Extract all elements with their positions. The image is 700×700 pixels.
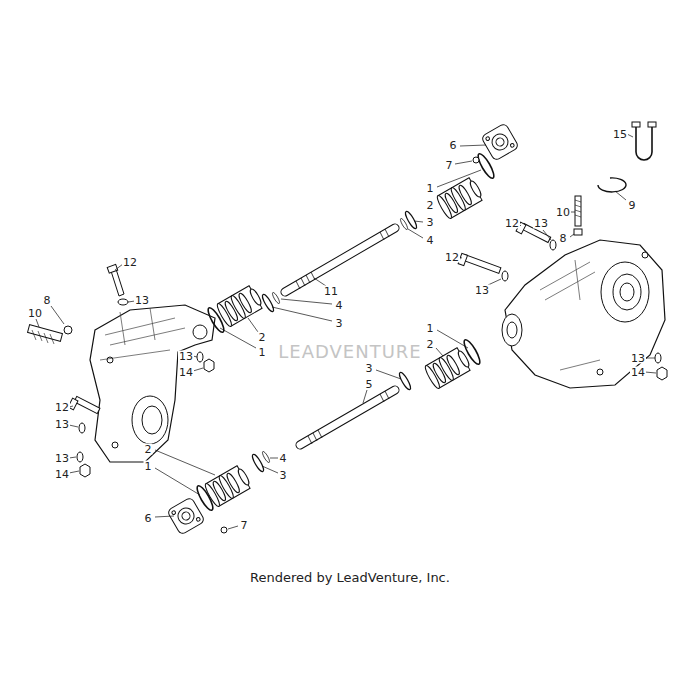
leader-lines	[36, 134, 656, 529]
callout-number: 8	[43, 295, 52, 306]
left-hardware	[28, 264, 214, 477]
callout-number: 14	[630, 367, 646, 378]
callout-number: 13	[134, 295, 150, 306]
callout-number: 1	[258, 347, 267, 358]
callout-number: 13	[533, 218, 549, 229]
callout-number: 13	[474, 285, 490, 296]
callout-number: 4	[426, 235, 435, 246]
rear-gearcase	[502, 240, 665, 388]
callout-number: 2	[426, 200, 435, 211]
callout-number: 6	[449, 140, 458, 151]
callout-number: 11	[323, 286, 339, 297]
callout-number: 6	[144, 513, 153, 524]
callout-number: 9	[628, 200, 637, 211]
lower-drive-shaft	[167, 338, 483, 535]
callout-number: 10	[27, 308, 43, 319]
callout-number: 7	[240, 520, 249, 531]
callout-number: 8	[559, 233, 568, 244]
callout-number: 13	[54, 453, 70, 464]
callout-number: 15	[612, 129, 628, 140]
upper-drive-shaft	[206, 123, 520, 334]
callout-number: 12	[504, 218, 520, 229]
callout-number: 7	[445, 160, 454, 171]
callout-number: 5	[365, 379, 374, 390]
callout-number: 2	[426, 339, 435, 350]
callout-number: 3	[335, 318, 344, 329]
callout-number: 12	[122, 257, 138, 268]
callout-number: 1	[144, 461, 153, 472]
callout-number: 13	[178, 351, 194, 362]
callout-number: 1	[426, 183, 435, 194]
callout-number: 3	[426, 217, 435, 228]
callout-number: 4	[335, 300, 344, 311]
callout-number: 14	[178, 367, 194, 378]
caption: Rendered by LeadVenture, Inc.	[250, 571, 450, 584]
callout-number: 13	[54, 419, 70, 430]
callout-number: 10	[555, 207, 571, 218]
callout-number: 14	[54, 469, 70, 480]
callout-number: 12	[444, 252, 460, 263]
callout-number: 12	[54, 402, 70, 413]
front-gearcase	[90, 305, 215, 462]
callout-number: 2	[258, 332, 267, 343]
callout-number: 3	[365, 363, 374, 374]
callout-number: 2	[144, 444, 153, 455]
right-hardware	[458, 122, 667, 380]
watermark: LEADVENTURE	[278, 343, 421, 361]
callout-number: 13	[630, 353, 646, 364]
callout-number: 4	[279, 453, 288, 464]
callout-number: 3	[279, 470, 288, 481]
callout-number: 1	[426, 323, 435, 334]
